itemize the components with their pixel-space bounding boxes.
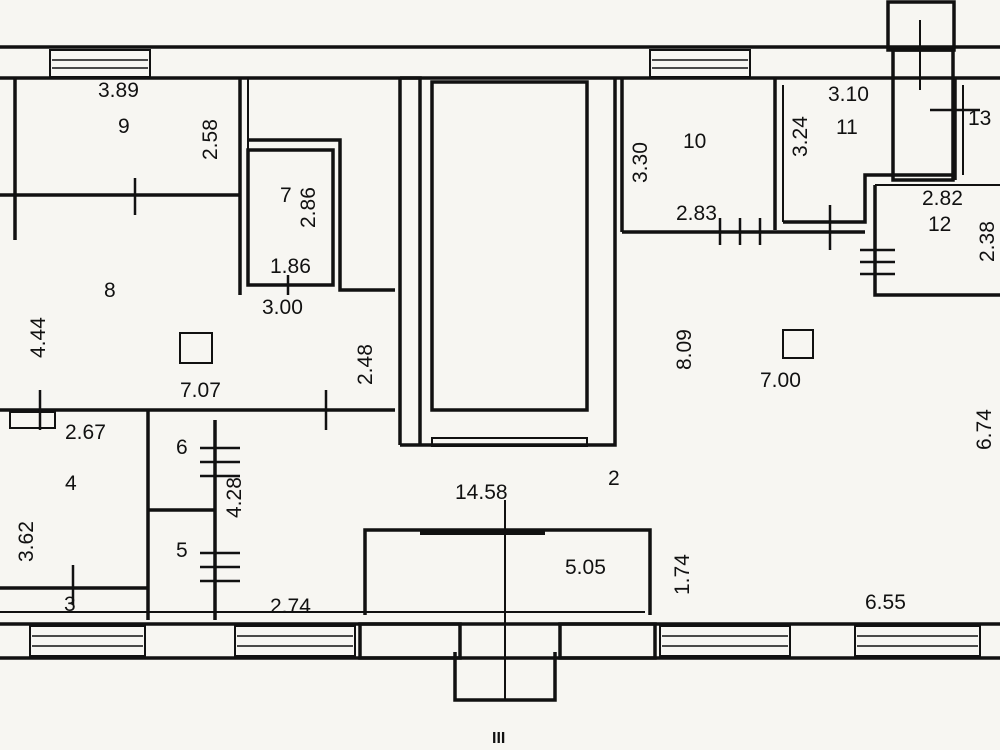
room-number-12: 12 bbox=[928, 213, 952, 236]
room-number-9: 9 bbox=[118, 115, 130, 138]
dim-room11-height: 3.24 bbox=[789, 116, 812, 157]
door-marks bbox=[38, 108, 980, 605]
dim-room12-width: 2.82 bbox=[922, 187, 963, 210]
dim-room9-width: 3.89 bbox=[98, 79, 139, 102]
dim-hall-width: 7.00 bbox=[760, 369, 801, 392]
dim-room4-height: 3.62 bbox=[15, 521, 38, 562]
room-number-13: 13 bbox=[968, 107, 992, 130]
dim-hall-height: 8.09 bbox=[673, 329, 696, 370]
room-number-5: 5 bbox=[176, 539, 188, 562]
dim-room10-width: 2.83 bbox=[676, 202, 717, 225]
vestibule bbox=[363, 528, 652, 615]
dim-room8-width: 7.07 bbox=[180, 379, 221, 402]
dim-front-right-width: 6.55 bbox=[865, 591, 906, 614]
dim-room10-height: 3.30 bbox=[629, 142, 652, 183]
dim-closet-width: 3.00 bbox=[262, 296, 303, 319]
top-windows bbox=[49, 49, 751, 78]
bottom-windows bbox=[29, 625, 981, 657]
dim-front-width: 2.74 bbox=[270, 595, 311, 618]
entrance-label: III bbox=[492, 730, 506, 747]
dim-hall-right-height: 6.74 bbox=[973, 409, 996, 450]
room-number-7: 7 bbox=[280, 184, 292, 207]
room-number-4: 4 bbox=[65, 472, 77, 495]
room-number-11: 11 bbox=[836, 116, 858, 139]
dim-room8-height: 4.44 bbox=[27, 317, 50, 358]
right-rooms bbox=[620, 78, 1000, 297]
light-well bbox=[400, 76, 617, 447]
room-number-3: 3 bbox=[64, 593, 76, 616]
dim-room12-height: 2.38 bbox=[976, 221, 999, 262]
dim-room7-height: 2.86 bbox=[297, 187, 320, 228]
dim-room7-width: 1.86 bbox=[270, 255, 311, 278]
dim-hall-length: 14.58 bbox=[455, 481, 508, 504]
dim-room4-width: 2.67 bbox=[65, 421, 106, 444]
dim-corridor-height: 2.48 bbox=[354, 344, 377, 385]
room-number-10: 10 bbox=[683, 130, 707, 153]
left-rooms bbox=[0, 78, 402, 620]
dim-vestibule-height: 1.74 bbox=[671, 554, 694, 595]
room-number-2: 2 bbox=[608, 467, 620, 490]
dim-vestibule-width: 5.05 bbox=[565, 556, 606, 579]
outer-walls bbox=[0, 45, 1000, 660]
shaft bbox=[886, 0, 956, 182]
room-number-8: 8 bbox=[104, 279, 116, 302]
dim-room9-height: 2.58 bbox=[199, 119, 222, 160]
dim-wc-height: 4.28 bbox=[223, 477, 246, 518]
columns bbox=[179, 329, 814, 364]
entrance-porch bbox=[358, 500, 657, 702]
room-number-6: 6 bbox=[176, 436, 188, 459]
dim-room11-width: 3.10 bbox=[828, 83, 869, 106]
